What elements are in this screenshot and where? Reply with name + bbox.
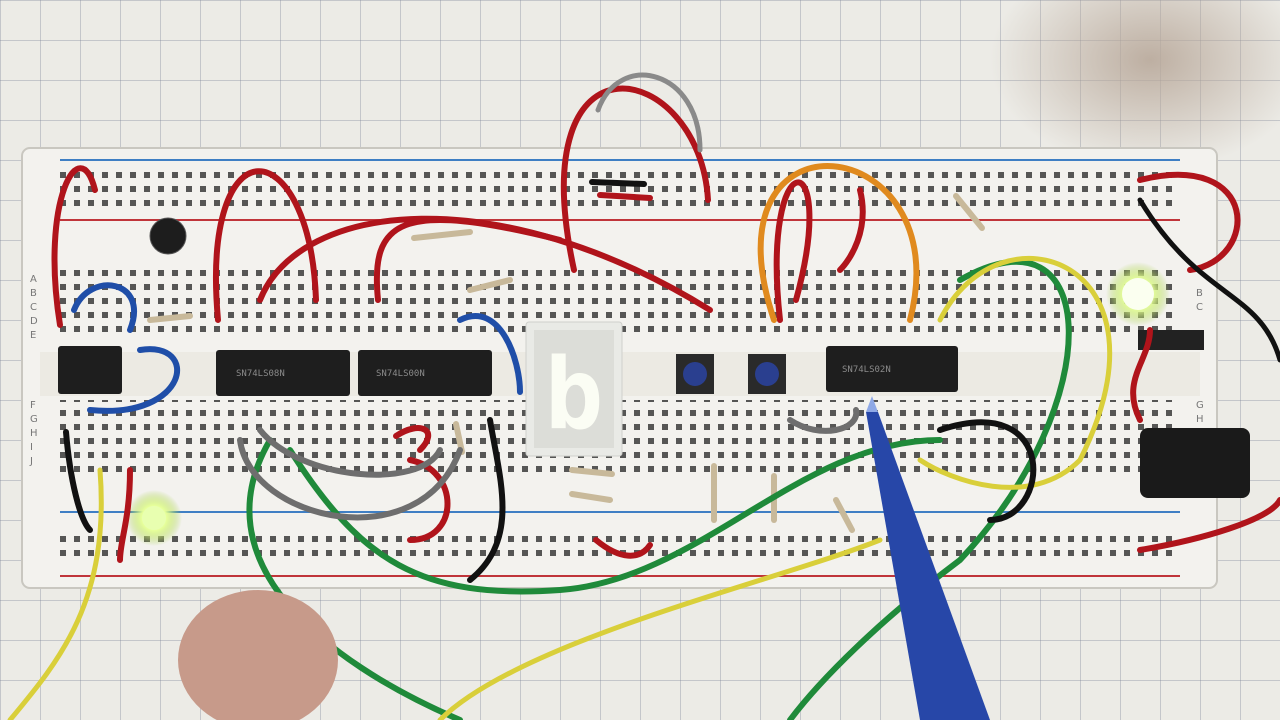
row-label: D [30,316,38,327]
row-label: C [1196,302,1203,313]
row-label: H [30,428,38,439]
led-icon [126,490,182,546]
finger [178,590,338,720]
row-label: E [30,330,36,341]
row-label: B [30,288,37,299]
display-digit: b [544,338,603,452]
dark-wires [63,72,1280,583]
yellow-wires [7,256,1113,720]
hand-shadow [990,0,1280,170]
blue-wires [71,282,523,414]
capacitor [149,217,187,255]
chip-1: SN74LS08N [216,350,350,396]
voltage-regulator [1138,330,1204,350]
pen-icon [866,396,990,720]
row-label: F [30,400,36,411]
row-label: G [30,414,38,425]
row-label: G [1196,400,1204,411]
orange-wire [757,163,920,323]
row-labels-right: B C G H [1196,288,1204,425]
red-wires [51,85,1280,563]
power-jack [1140,428,1250,498]
seven-segment-display-icon: b [525,321,623,457]
row-label: C [30,302,37,313]
resistors [147,193,985,533]
chip-small [58,346,122,394]
led-icon [1106,262,1170,326]
pushbutton-icon [676,354,714,394]
row-label: H [1196,414,1204,425]
chip-2: SN74LS00N [358,350,492,396]
chip-marking: SN74LS00N [376,369,425,379]
row-labels-left: A B C D E F G H I J [29,274,38,467]
chip-3: SN74LS02N [826,346,958,392]
row-label: J [29,456,33,467]
row-label: A [30,274,37,285]
pushbutton-icon [748,354,786,394]
row-label: B [1196,288,1203,299]
chip-marking: SN74LS08N [236,369,285,379]
chip-marking: SN74LS02N [842,365,891,375]
row-label: I [30,442,33,453]
